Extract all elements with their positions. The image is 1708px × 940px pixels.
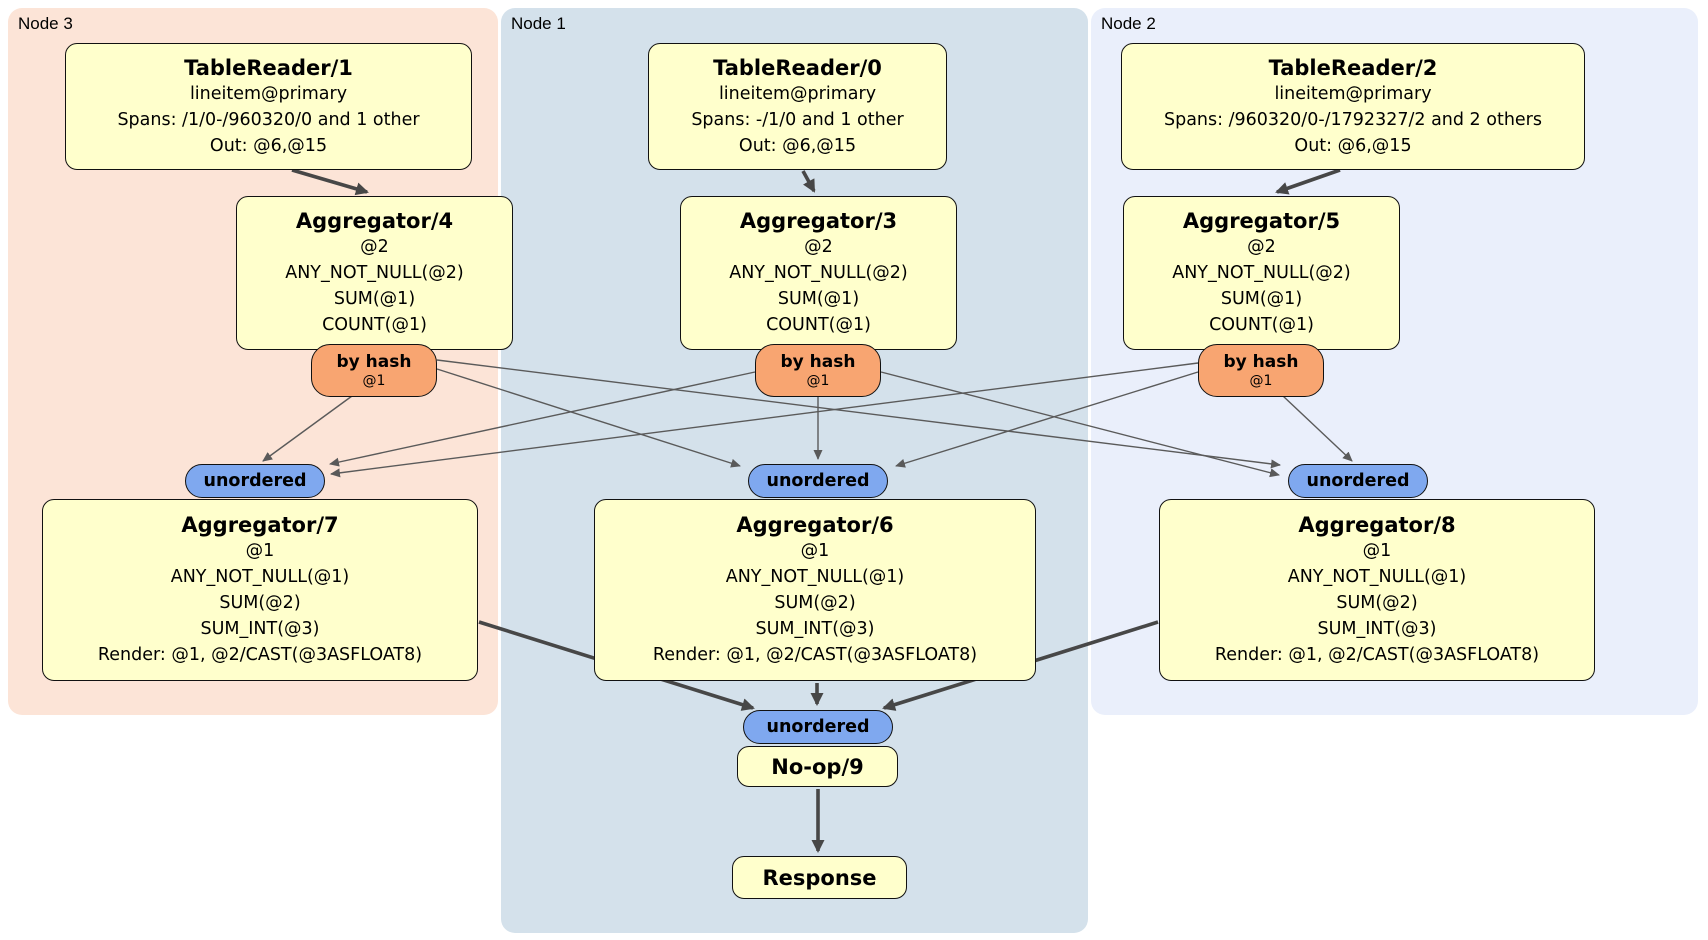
- processor-detail: lineitem@primary: [1274, 83, 1432, 104]
- sync-unordered-7: unordered: [185, 464, 325, 498]
- processor-detail: Out: @6,@15: [738, 135, 857, 156]
- processor-detail: SUM(@2): [219, 593, 301, 613]
- processor-detail: ANY_NOT_NULL(@2): [729, 263, 908, 283]
- processor-detail: SUM(@1): [1220, 289, 1303, 309]
- processor-response: Response: [732, 856, 907, 899]
- processor-detail: Out: @6,@15: [1294, 135, 1412, 156]
- processor-detail: SUM_INT(@3): [200, 619, 320, 639]
- processor-detail: COUNT(@1): [1209, 315, 1314, 335]
- processor-detail: Render: @1, @2/CAST(@3ASFLOAT8): [652, 645, 978, 665]
- processor-detail: ANY_NOT_NULL(@1): [725, 567, 905, 587]
- processor-detail: COUNT(@1): [766, 315, 871, 335]
- sync-unordered-9: unordered: [743, 710, 893, 744]
- processor-title: Aggregator/7: [181, 513, 339, 537]
- processor-title: TableReader/0: [713, 55, 882, 80]
- processor-title: Aggregator/8: [1298, 513, 1456, 537]
- processor-detail: @2: [360, 237, 389, 257]
- processor-detail: @1: [245, 541, 275, 561]
- processor-detail: @1: [800, 541, 830, 561]
- region-label: Node 3: [18, 14, 73, 33]
- processor-detail: lineitem@primary: [189, 83, 348, 104]
- region-label: Node 1: [511, 14, 566, 33]
- sync-label: unordered: [1306, 471, 1410, 491]
- processor-title: TableReader/2: [1268, 55, 1438, 80]
- processor-detail: Render: @1, @2/CAST(@3ASFLOAT8): [97, 645, 423, 665]
- sync-label: unordered: [766, 717, 870, 737]
- router-columns: @1: [1249, 372, 1273, 389]
- router-label: by hash: [336, 351, 412, 372]
- processor-detail: Out: @6,@15: [209, 135, 328, 156]
- processor-detail: SUM_INT(@3): [755, 619, 875, 639]
- processor-detail: @2: [804, 237, 833, 257]
- router-label: by hash: [780, 351, 856, 372]
- router-columns: @1: [806, 372, 830, 389]
- processor-detail: SUM_INT(@3): [1317, 619, 1437, 639]
- router-label: by hash: [1223, 351, 1299, 372]
- processor-no-op-9: No-op/9: [737, 746, 898, 787]
- processor-detail: @1: [1362, 541, 1392, 561]
- processor-detail: Spans: /960320/0-/1792327/2 and 2 others: [1163, 109, 1542, 130]
- processor-detail: Spans: /1/0-/960320/0 and 1 other: [117, 109, 420, 130]
- processor-detail: ANY_NOT_NULL(@2): [1172, 263, 1351, 283]
- processor-detail: ANY_NOT_NULL(@2): [285, 263, 464, 283]
- processor-detail: ANY_NOT_NULL(@1): [170, 567, 350, 587]
- sync-unordered-6: unordered: [748, 464, 888, 498]
- processor-detail: SUM(@2): [774, 593, 856, 613]
- processor-title: Aggregator/4: [295, 209, 454, 233]
- region-label: Node 2: [1101, 14, 1156, 33]
- processor-detail: lineitem@primary: [718, 83, 877, 104]
- processor-detail: SUM(@2): [1336, 593, 1418, 613]
- router-by-hash-5: by hash@1: [1198, 344, 1324, 397]
- router-by-hash-3: by hash@1: [755, 344, 881, 397]
- sync-unordered-8: unordered: [1288, 464, 1428, 498]
- processor-detail: ANY_NOT_NULL(@1): [1287, 567, 1467, 587]
- router-by-hash-4: by hash@1: [311, 344, 437, 397]
- processor-title: Aggregator/6: [736, 513, 894, 537]
- processor-detail: SUM(@1): [333, 289, 416, 309]
- processor-detail: Spans: -/1/0 and 1 other: [691, 109, 904, 130]
- processor-detail: SUM(@1): [777, 289, 860, 309]
- processor-detail: @2: [1247, 237, 1276, 257]
- processor-title: Aggregator/3: [739, 209, 898, 233]
- processor-title: No-op/9: [771, 754, 864, 779]
- processor-detail: COUNT(@1): [322, 315, 427, 335]
- processor-title: TableReader/1: [184, 55, 353, 80]
- processor-title: Aggregator/5: [1182, 209, 1341, 233]
- sync-label: unordered: [766, 471, 870, 491]
- router-columns: @1: [362, 372, 386, 389]
- sync-label: unordered: [203, 471, 307, 491]
- processor-detail: Render: @1, @2/CAST(@3ASFLOAT8): [1214, 645, 1540, 665]
- processor-title: Response: [762, 865, 877, 890]
